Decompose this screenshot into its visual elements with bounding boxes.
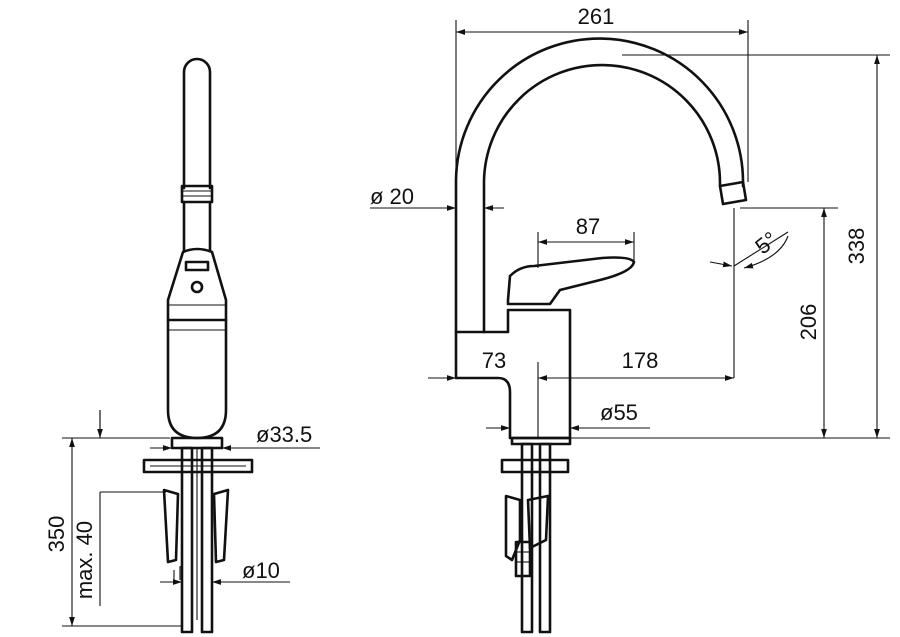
front-view xyxy=(142,57,254,634)
dim-178-label: 178 xyxy=(622,348,659,373)
dimension-labels: 261 ø 20 87 5° 338 206 73 178 ø55 ø33.5 … xyxy=(44,4,869,599)
dim-diameter-33-5-label: ø33.5 xyxy=(256,422,312,447)
dim-max-40-label: max. 40 xyxy=(72,521,97,599)
dim-diameter-20-label: ø 20 xyxy=(370,184,414,209)
dim-261-label: 261 xyxy=(578,4,615,29)
dimension-lines xyxy=(62,20,890,627)
dim-73-label: 73 xyxy=(482,348,506,373)
dim-206-label: 206 xyxy=(796,304,821,341)
dim-diameter-10-label: ø10 xyxy=(242,558,280,583)
dim-5-degree-label: 5° xyxy=(750,227,782,260)
side-view xyxy=(454,37,748,634)
dim-87-label: 87 xyxy=(576,214,600,239)
dim-diameter-55-label: ø55 xyxy=(600,400,638,425)
dim-338-label: 338 xyxy=(844,228,869,265)
dim-350-label: 350 xyxy=(44,516,69,553)
